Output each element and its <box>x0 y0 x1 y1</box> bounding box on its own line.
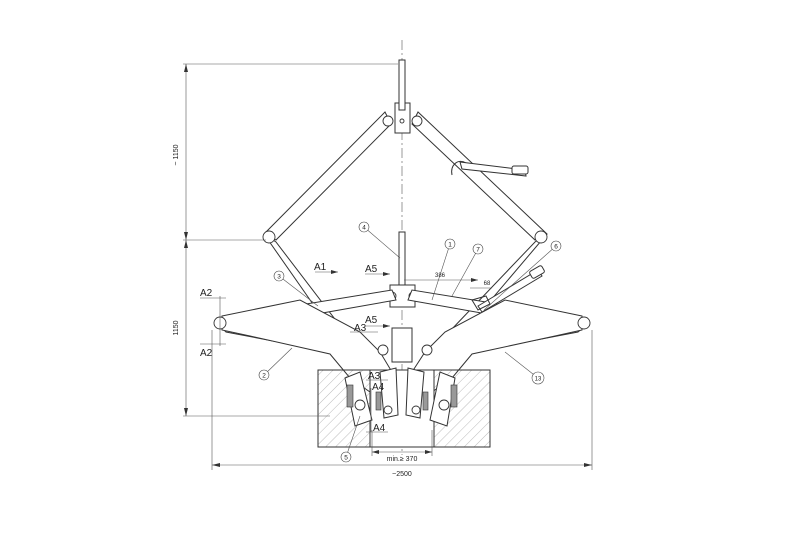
label-a4-upper: A4 <box>372 382 385 393</box>
callout-2: 2 <box>258 369 270 381</box>
dim-68: 68 <box>484 281 491 287</box>
svg-text:3: 3 <box>277 274 281 281</box>
svg-text:13: 13 <box>535 377 542 383</box>
dim-386: 386 <box>435 273 446 279</box>
dimensions <box>183 63 593 470</box>
label-a3-upper: A3 <box>354 323 367 334</box>
lower-linkage <box>213 231 591 393</box>
label-a5-upper: A5 <box>365 264 378 275</box>
svg-text:4: 4 <box>362 225 366 232</box>
dim-grip-min: min.≥ 370 <box>387 456 418 463</box>
callouts <box>263 226 557 458</box>
svg-text:1: 1 <box>448 242 452 249</box>
callout-1: 1 <box>444 238 456 250</box>
svg-text:2: 2 <box>262 373 266 380</box>
callout-5: 5 <box>340 451 352 463</box>
dim-height-upper: ~ 1150 <box>173 144 180 165</box>
svg-text:5: 5 <box>344 455 348 462</box>
workpiece-block <box>317 367 491 448</box>
callout-13: 13 <box>531 371 545 385</box>
label-a3-lower: A3 <box>368 371 381 382</box>
dim-height-lower: 1150 <box>173 320 180 335</box>
upper-handle <box>451 160 529 177</box>
label-a2-bottom: A2 <box>200 348 213 359</box>
label-a2-top: A2 <box>200 288 213 299</box>
callout-6: 6 <box>550 240 562 252</box>
callout-4: 4 <box>358 221 370 233</box>
svg-text:6: 6 <box>554 244 558 251</box>
label-a5-lower: A5 <box>365 315 378 326</box>
callout-3: 3 <box>273 270 285 282</box>
callout-7: 7 <box>472 243 484 255</box>
label-a1: A1 <box>314 262 327 273</box>
svg-text:7: 7 <box>476 247 480 254</box>
label-a4-lower: A4 <box>373 423 386 434</box>
dim-width-overall: ~2500 <box>392 471 412 478</box>
